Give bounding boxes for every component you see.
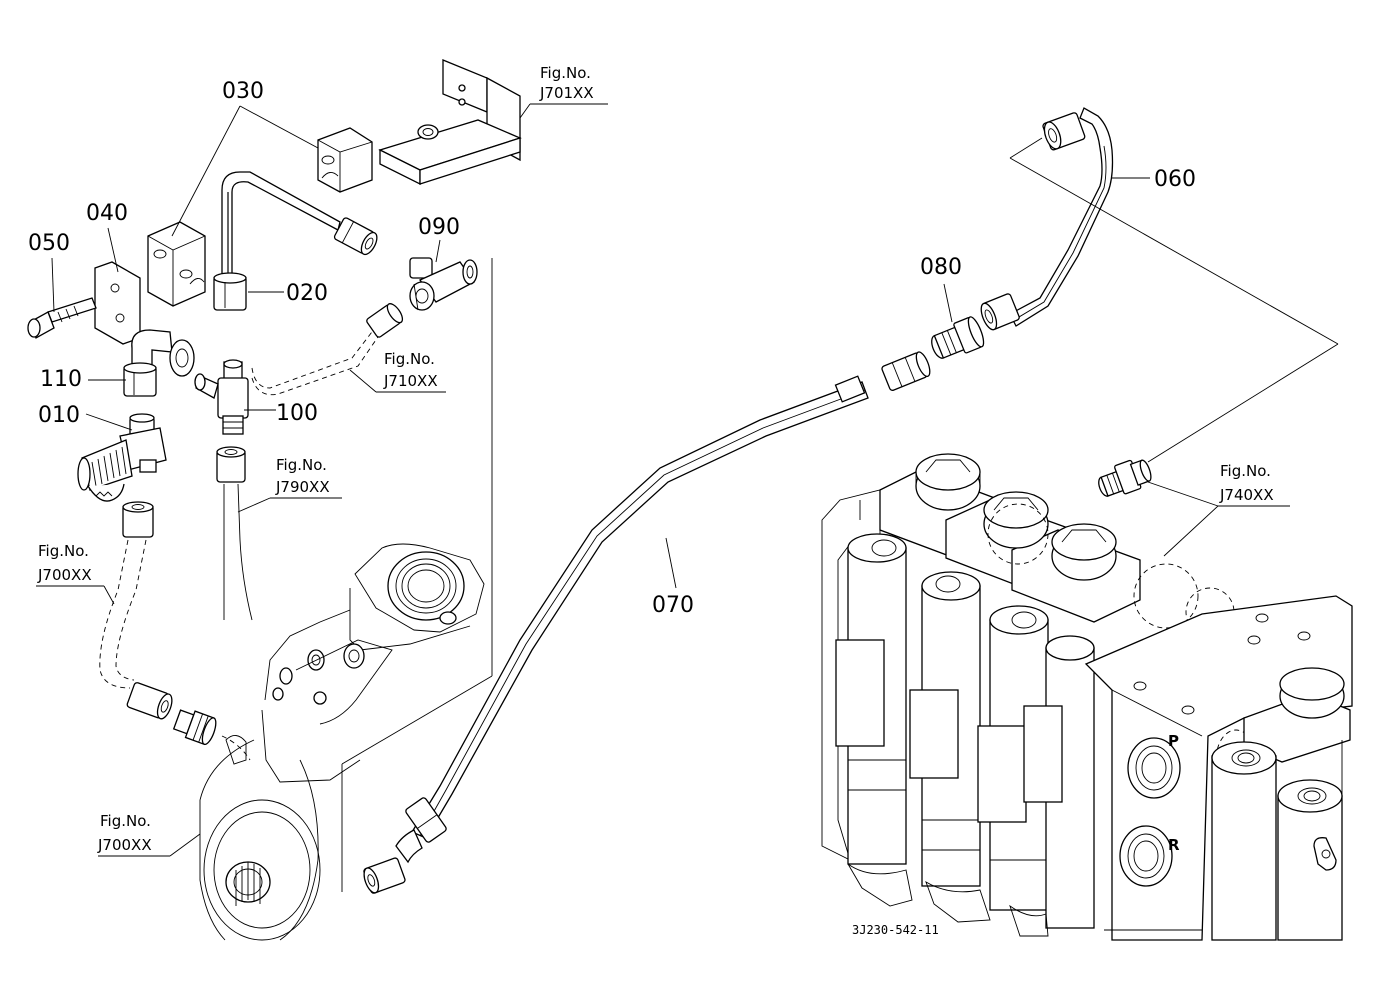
spool-housing bbox=[909, 571, 981, 887]
leader-lines bbox=[36, 103, 1339, 857]
valve-cap bbox=[983, 491, 1049, 549]
bolt bbox=[27, 297, 97, 339]
port-mark-p: P bbox=[1168, 732, 1179, 750]
pump-frame-lines bbox=[341, 258, 493, 892]
fig-ref-j710-line1: Fig.No. bbox=[384, 350, 435, 368]
clamp-plate bbox=[94, 261, 141, 345]
label-070: 070 bbox=[652, 593, 694, 618]
pipe-ref-j790 bbox=[216, 446, 253, 621]
fig-ref-j700-bottom[interactable]: Fig.No. J700XX bbox=[97, 812, 152, 854]
fig-ref-j701-line2: J701XX bbox=[539, 84, 594, 102]
fig-ref-j710-line2: J710XX bbox=[383, 372, 438, 390]
hydraulic-pipe-020 bbox=[213, 171, 378, 311]
pipe-clamp-lower bbox=[147, 221, 206, 307]
fig-ref-j700a-line2: J700XX bbox=[37, 566, 92, 584]
label-100: 100 bbox=[276, 401, 318, 426]
fig-ref-j700a-line1: Fig.No. bbox=[38, 542, 89, 560]
fig-ref-j740[interactable]: Fig.No. J740XX bbox=[1219, 462, 1274, 504]
knurled-grip bbox=[91, 446, 127, 487]
control-valve-block: P R bbox=[821, 453, 1353, 941]
hydraulic-hose-070 bbox=[363, 351, 931, 894]
label-050: 050 bbox=[28, 231, 70, 256]
fig-ref-j790[interactable]: Fig.No. J790XX bbox=[275, 456, 330, 496]
pipe-ref-j700-left bbox=[99, 501, 251, 761]
label-030: 030 bbox=[222, 79, 264, 104]
label-040: 040 bbox=[86, 201, 128, 226]
quick-coupler-010 bbox=[77, 413, 167, 502]
label-010: 010 bbox=[38, 403, 80, 428]
valve-cap bbox=[1243, 667, 1351, 763]
tee-fitting-100 bbox=[194, 359, 249, 435]
fig-ref-j710[interactable]: Fig.No. J710XX bbox=[383, 350, 438, 390]
pipe-ref-j710 bbox=[251, 303, 404, 396]
valve-cap bbox=[1051, 523, 1117, 581]
mounting-bracket bbox=[378, 59, 522, 186]
fig-ref-j700b-line1: Fig.No. bbox=[100, 812, 151, 830]
fig-ref-j790-line1: Fig.No. bbox=[276, 456, 327, 474]
label-090: 090 bbox=[418, 215, 460, 240]
pipe-clamp-upper bbox=[317, 127, 373, 193]
valve-adapter bbox=[1098, 459, 1152, 497]
label-110: 110 bbox=[40, 367, 82, 392]
label-020: 020 bbox=[286, 281, 328, 306]
part-number-labels: 030 040 050 020 090 110 010 100 080 060 … bbox=[28, 79, 1196, 618]
hydraulic-pump-body bbox=[199, 543, 485, 941]
spool-housing bbox=[835, 533, 907, 865]
spool-housing bbox=[1211, 741, 1277, 941]
port-mark-r: R bbox=[1168, 836, 1180, 854]
fig-ref-j701-line1: Fig.No. bbox=[540, 64, 591, 82]
spool-housing bbox=[1277, 779, 1343, 941]
drawing-code: 3J230-542-11 bbox=[852, 923, 939, 937]
valve-cap bbox=[915, 453, 981, 511]
fig-ref-j790-line2: J790XX bbox=[275, 478, 330, 496]
hydraulic-pipe-060 bbox=[980, 107, 1114, 331]
spool-housing bbox=[1023, 635, 1095, 929]
fig-ref-j700b-line2: J700XX bbox=[97, 836, 152, 854]
elbow-adapter-090 bbox=[409, 257, 478, 311]
figure-references: Fig.No. J701XX Fig.No. J710XX Fig.No. J7… bbox=[37, 64, 1274, 854]
elbow-fitting-110 bbox=[123, 329, 195, 397]
label-080: 080 bbox=[920, 255, 962, 280]
fig-ref-j700-left[interactable]: Fig.No. J700XX bbox=[37, 542, 92, 584]
label-060: 060 bbox=[1154, 167, 1196, 192]
straight-adapter-080 bbox=[931, 316, 985, 359]
fig-ref-j701[interactable]: Fig.No. J701XX bbox=[539, 64, 594, 102]
fig-ref-j740-line2: J740XX bbox=[1219, 486, 1274, 504]
fig-ref-j740-line1: Fig.No. bbox=[1220, 462, 1271, 480]
